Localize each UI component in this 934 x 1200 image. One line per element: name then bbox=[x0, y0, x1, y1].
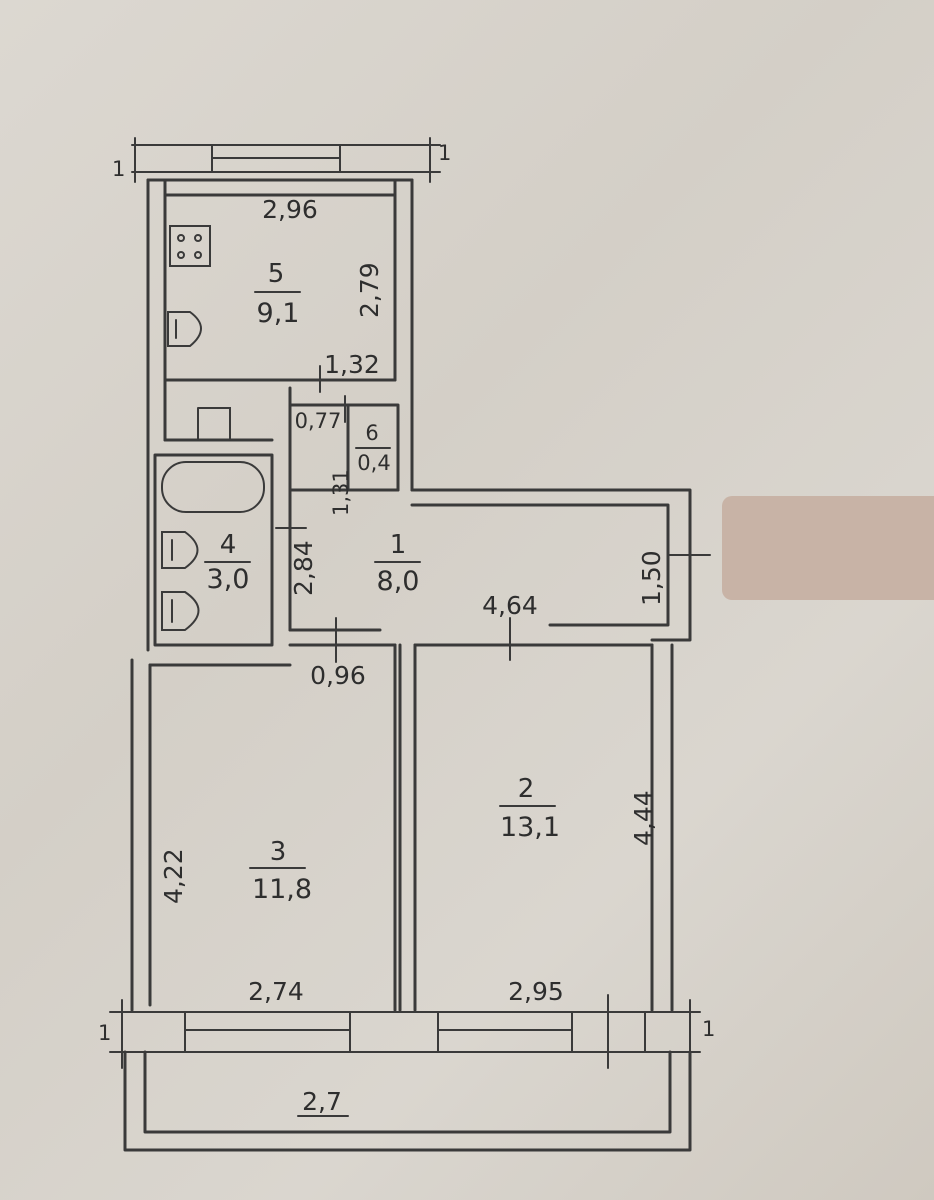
closet-walls bbox=[288, 386, 400, 632]
room-number: 4 bbox=[220, 530, 237, 560]
room-5-label: 5 9,1 bbox=[254, 259, 301, 329]
washbasin-icon bbox=[161, 531, 199, 569]
dim-room3-depth: 4,22 bbox=[159, 848, 188, 904]
dim-room2-width: 2,95 bbox=[508, 977, 564, 1006]
room-number: 2 bbox=[518, 774, 535, 804]
kitchen-walls bbox=[146, 178, 414, 652]
room-number: 3 bbox=[270, 837, 287, 867]
room-area: 11,8 bbox=[252, 874, 312, 905]
bathtub-icon bbox=[161, 461, 265, 513]
window-mark: 1 bbox=[112, 157, 125, 181]
kitchen-window bbox=[131, 137, 441, 183]
room-6-label: 6 0,4 bbox=[355, 421, 391, 475]
window-mark: 1 bbox=[702, 1017, 715, 1041]
dim-door-width: 0,96 bbox=[310, 661, 366, 690]
balcony-walls bbox=[123, 1050, 692, 1152]
room-area: 8,0 bbox=[377, 566, 420, 597]
room-4-label: 4 3,0 bbox=[204, 530, 251, 595]
stove-icon bbox=[169, 225, 211, 267]
room-1-label: 1 8,0 bbox=[374, 530, 421, 597]
room-2-label: 2 13,1 bbox=[499, 774, 560, 843]
dim-kitchen-depth: 2,79 bbox=[355, 262, 384, 318]
dim-kitchen-bottom: 1,32 bbox=[324, 350, 380, 379]
dim-closet-width: 0,77 bbox=[295, 409, 342, 433]
dim-room3-width: 2,74 bbox=[248, 977, 304, 1006]
room-area: 0,4 bbox=[357, 451, 390, 475]
window-mark: 1 bbox=[98, 1021, 111, 1045]
dim-closet-depth: 1,31 bbox=[329, 469, 353, 516]
room-area: 3,0 bbox=[207, 564, 250, 595]
room-number: 1 bbox=[390, 530, 407, 560]
bathroom-walls bbox=[153, 453, 274, 647]
redaction-patch bbox=[722, 496, 934, 600]
room-number: 6 bbox=[365, 421, 378, 445]
room-area: 13,1 bbox=[500, 812, 560, 843]
room-area: 9,1 bbox=[257, 298, 300, 329]
kitchen-cabinet bbox=[197, 407, 231, 441]
dim-kitchen-width: 2,96 bbox=[262, 195, 318, 224]
dim-hall-width: 1,50 bbox=[637, 550, 666, 606]
room-3-label: 3 11,8 bbox=[249, 837, 312, 905]
room-number: 5 bbox=[268, 259, 285, 289]
toilet-icon bbox=[161, 591, 200, 631]
bottom-wall-windows bbox=[109, 994, 701, 1069]
dim-balcony-width: 2,7 bbox=[302, 1087, 342, 1116]
dim-room2-depth: 4,44 bbox=[629, 790, 658, 846]
dim-hall-length: 4,64 bbox=[482, 591, 538, 620]
room-2-walls bbox=[413, 643, 674, 1012]
window-mark: 1 bbox=[438, 141, 451, 165]
room-3-walls bbox=[130, 643, 402, 1012]
dim-bath-depth: 2,84 bbox=[289, 540, 318, 596]
hall-walls bbox=[288, 488, 711, 647]
kitchen-sink-icon bbox=[167, 311, 202, 347]
